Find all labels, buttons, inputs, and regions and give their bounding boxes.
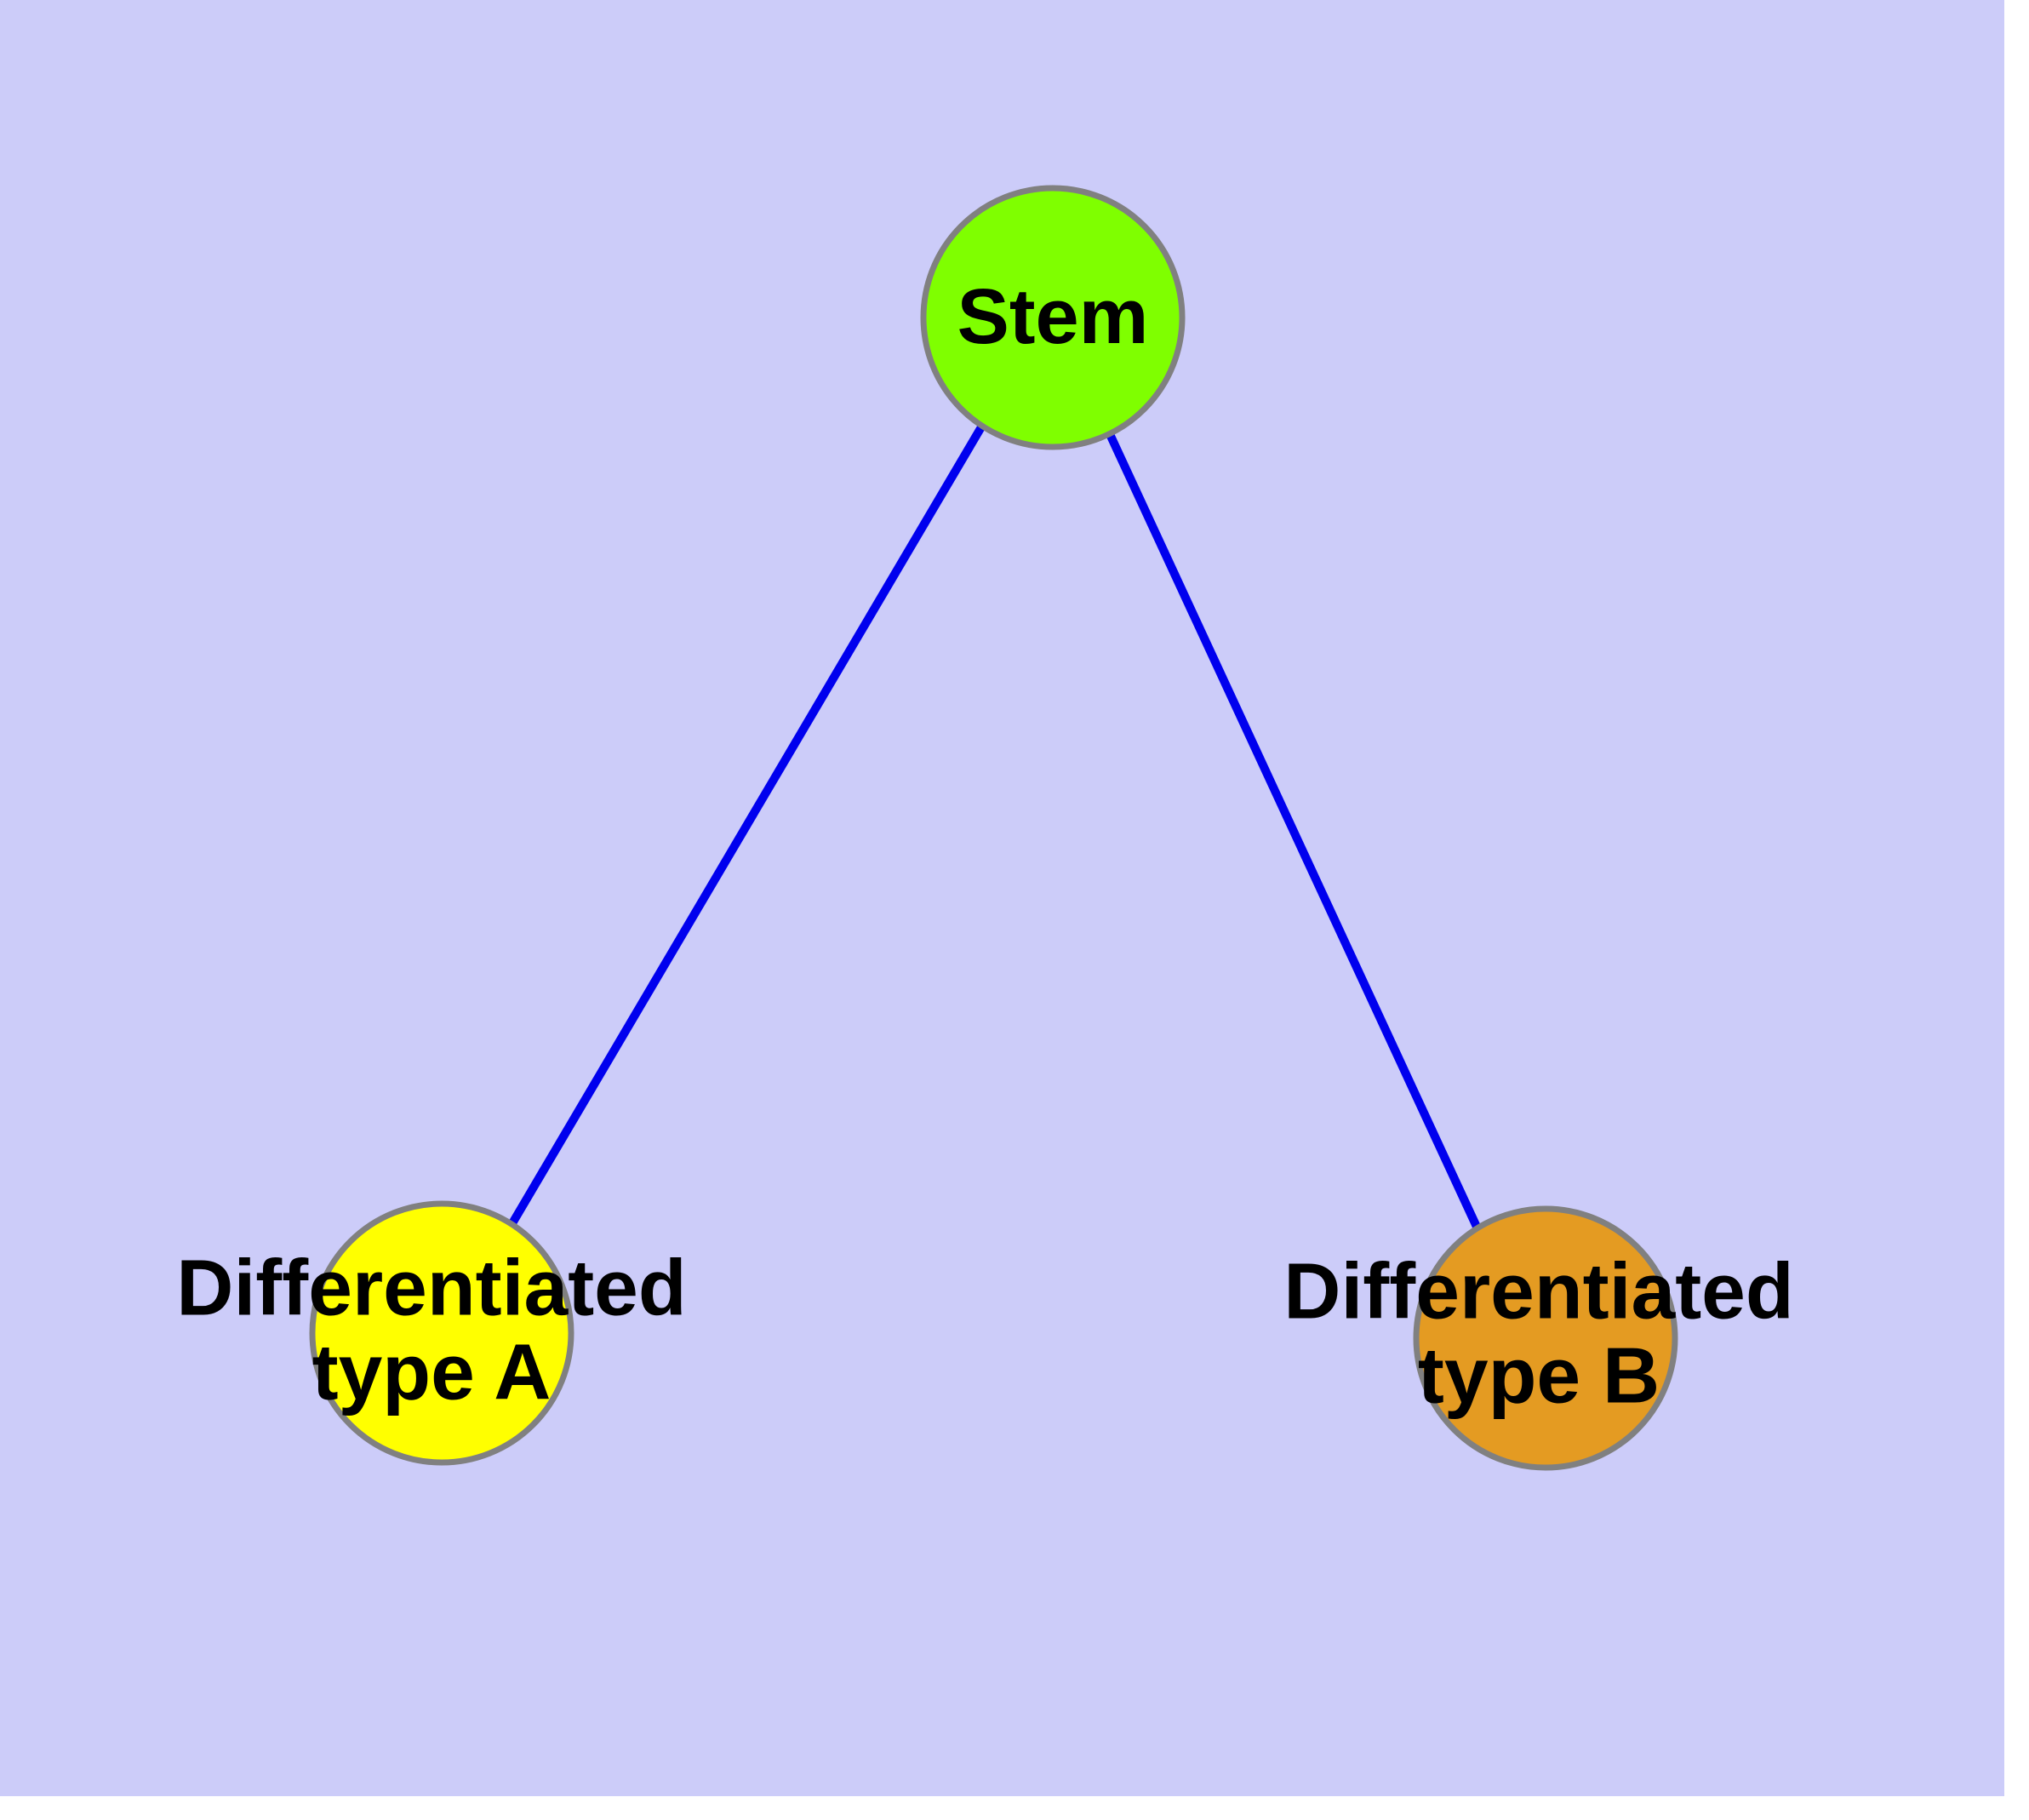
node-diff-b[interactable] <box>1413 1205 1678 1471</box>
edge-stem-to-diff-b[interactable] <box>1106 432 1481 1229</box>
node-stem[interactable] <box>920 185 1186 450</box>
edge-layer <box>508 423 1481 1229</box>
node-diff-a[interactable] <box>309 1200 574 1466</box>
node-layer <box>309 185 1678 1471</box>
edge-stem-to-diff-a[interactable] <box>508 423 986 1226</box>
